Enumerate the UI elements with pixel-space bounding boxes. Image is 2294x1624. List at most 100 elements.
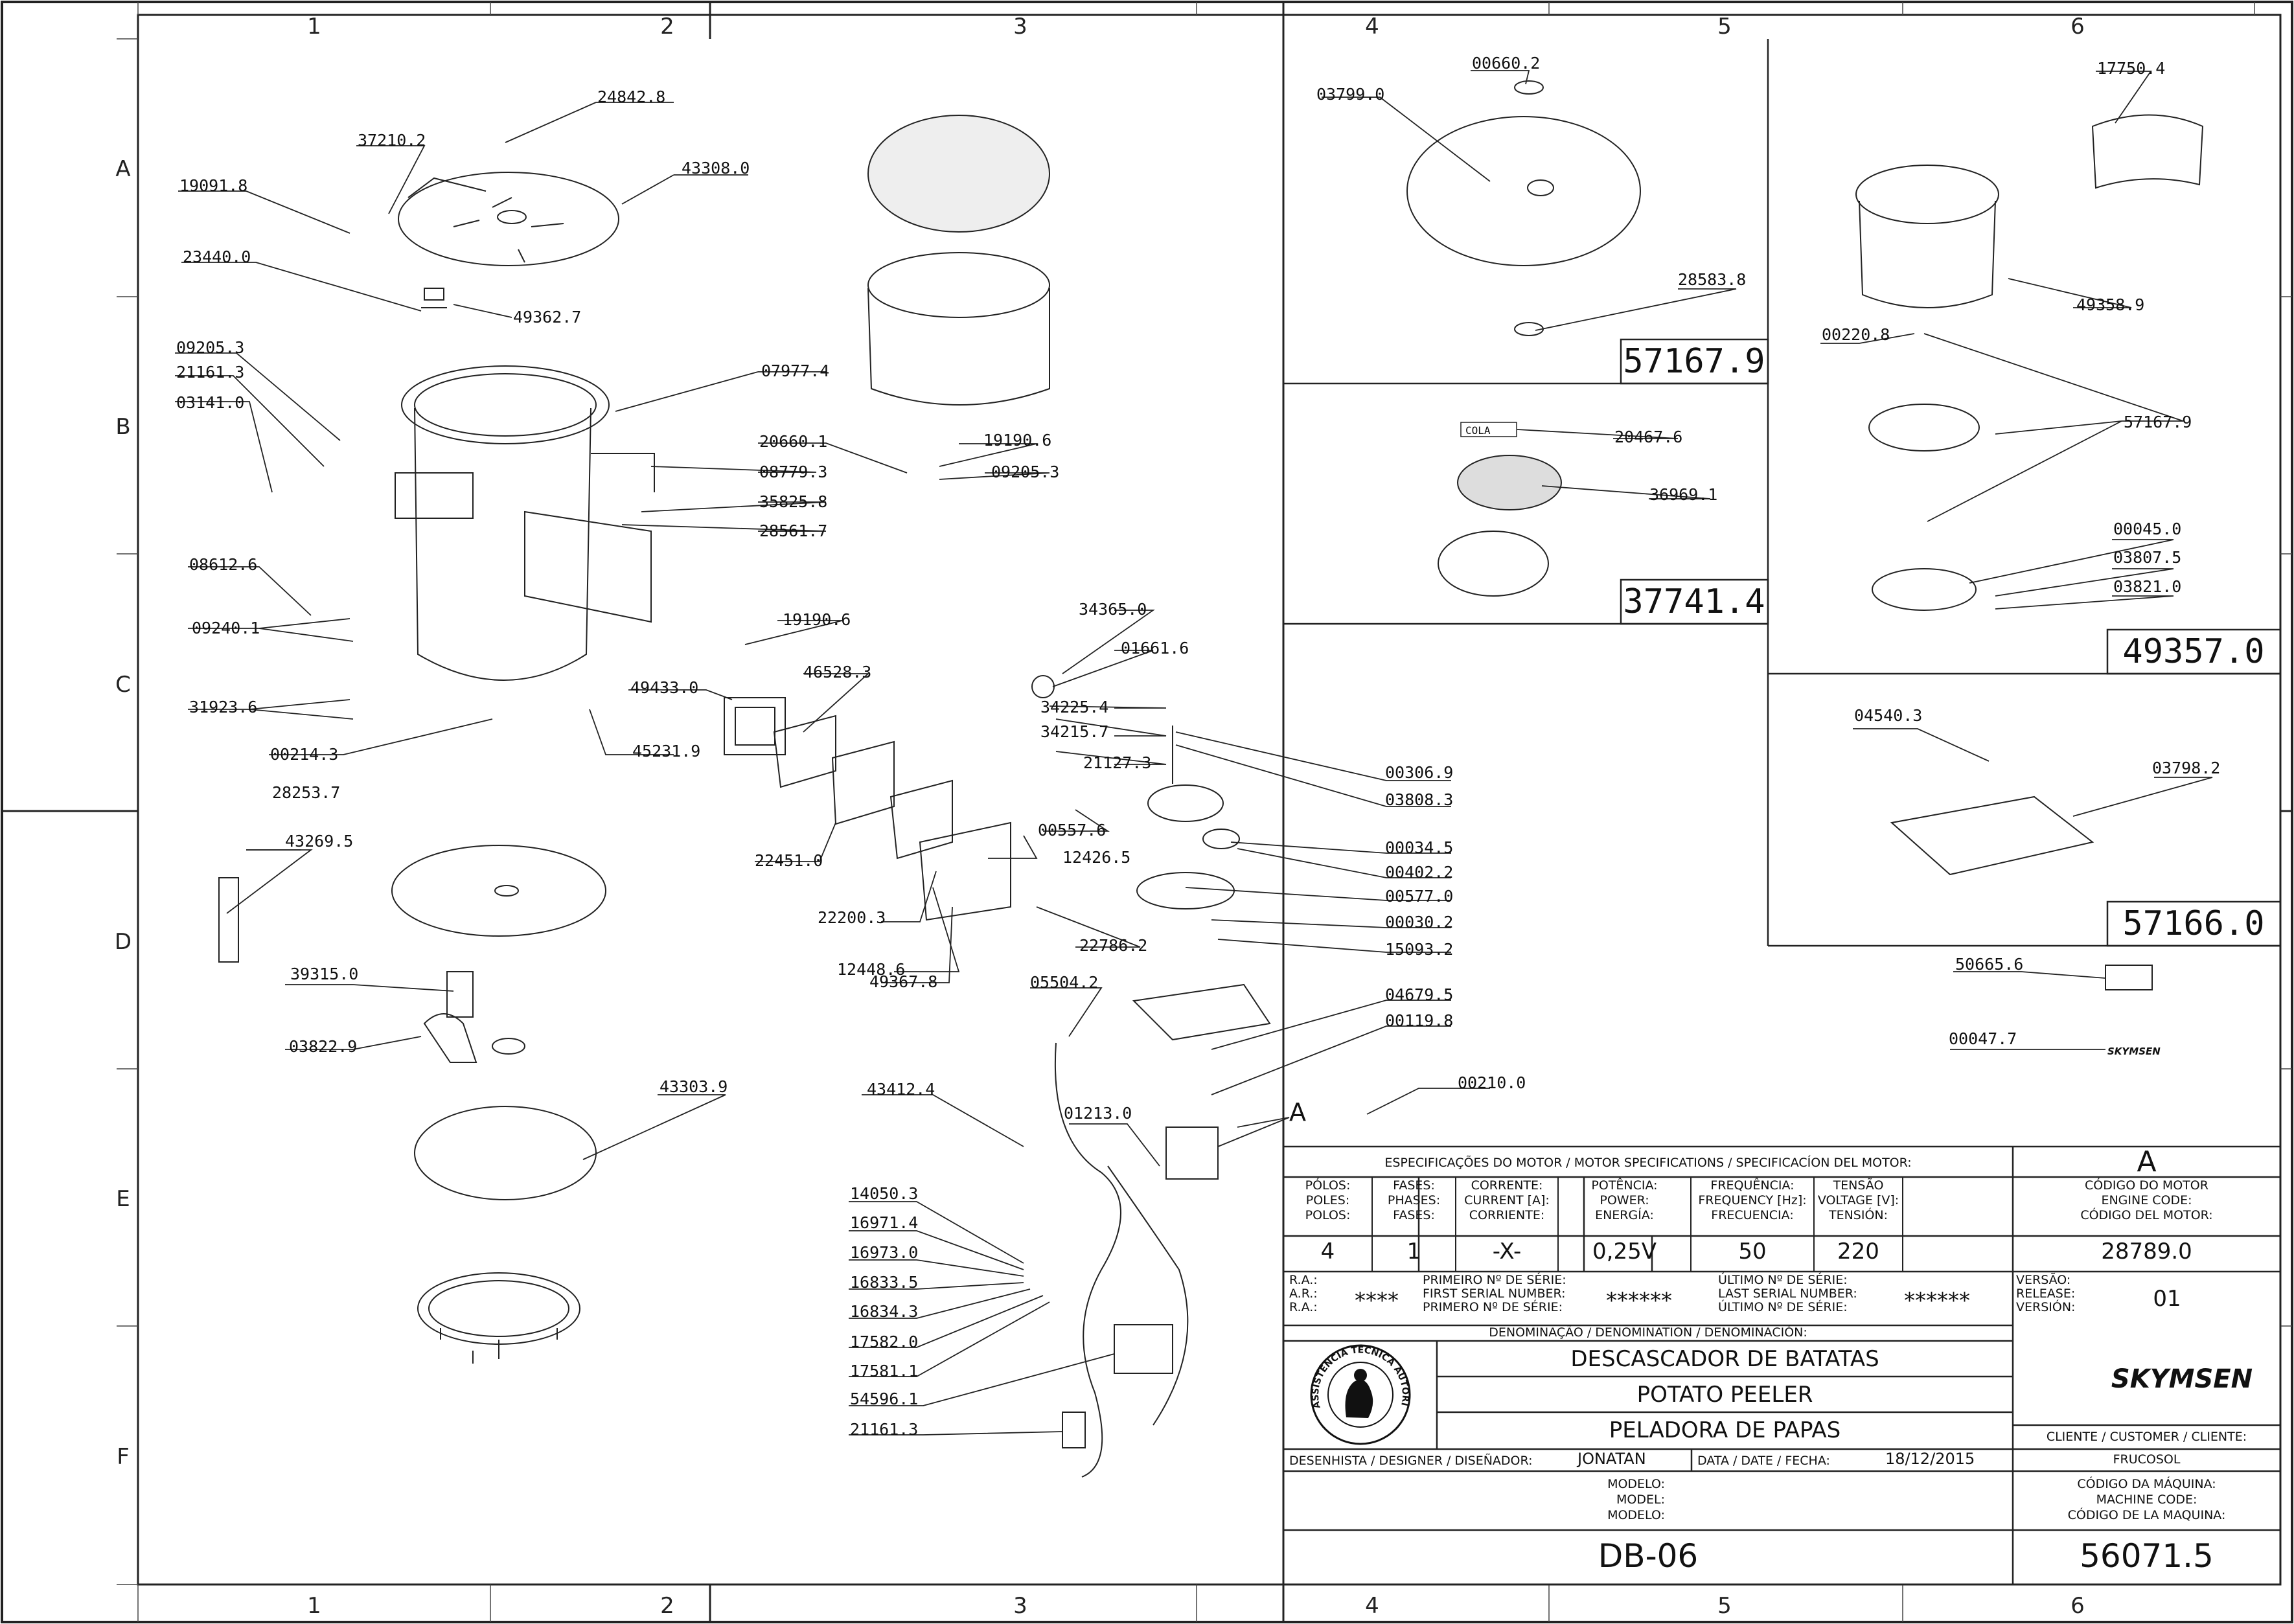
part-label: 20660.1	[759, 432, 827, 451]
grid-column-2-bottom: 2	[660, 1593, 674, 1619]
grid-column-4-bottom: 4	[1365, 1593, 1379, 1619]
part-label: 19190.6	[983, 431, 1051, 450]
denomination-en: POTATO PEELER	[1636, 1382, 1813, 1408]
part-label: 17581.1	[850, 1362, 918, 1380]
title-block-lines	[1282, 1145, 2282, 1586]
customer-label: CLIENTE / CUSTOMER / CLIENTE:	[2046, 1430, 2247, 1444]
part-label: 03799.0	[1316, 85, 1384, 104]
motor-spec-value: 28789.0	[2101, 1239, 2192, 1264]
subassembly-panels	[1283, 39, 2282, 947]
part-label: 21127.3	[1083, 753, 1151, 772]
motor-spec-label-line: POWER:	[1600, 1193, 1649, 1207]
part-label: 01213.0	[1064, 1104, 1132, 1123]
pulley-large	[1147, 784, 1224, 822]
part-label: 01661.6	[1121, 639, 1189, 658]
part-label: 49358.9	[2076, 295, 2144, 314]
motor-spec-value: 220	[1837, 1239, 1879, 1264]
ring-support	[417, 1272, 580, 1345]
part-label: 16973.0	[850, 1243, 918, 1262]
designer-label: DESENHISTA / DESIGNER / DISEÑADOR:	[1289, 1454, 1533, 1468]
part-label: 07977.4	[761, 361, 829, 380]
grid-column-1-bottom: 1	[307, 1593, 321, 1619]
part-label: 36969.1	[1649, 485, 1717, 504]
motor-spec-value: 0,25V	[1592, 1239, 1657, 1264]
part-label: 43308.0	[682, 159, 750, 177]
pulley-small	[1202, 829, 1240, 849]
part-label: 35825.8	[759, 492, 827, 511]
grid-column-6: 6	[2070, 14, 2085, 40]
part-label: 21161.3	[176, 363, 244, 382]
motor-spec-label-line: CORRENTE:	[1471, 1178, 1543, 1193]
grid-row-D: D	[115, 929, 132, 955]
part-label: 12426.5	[1062, 848, 1130, 867]
logo-small: SKYMSEN	[2107, 1046, 2161, 1057]
motor-spec-labels: POTÊNCIA:POWER:ENERGÍA:	[1558, 1178, 1691, 1224]
part-label: 03807.5	[2113, 548, 2181, 567]
part-label: 49367.8	[869, 972, 937, 991]
part-label: 54596.1	[850, 1390, 918, 1408]
part-label: 43303.9	[660, 1077, 728, 1096]
grid-column-3-bottom: 3	[1013, 1593, 1027, 1619]
part-label: 00402.2	[1385, 863, 1453, 882]
section-marker: A	[1289, 1098, 1306, 1127]
part-label: 04679.5	[1385, 985, 1453, 1004]
part-label: 17582.0	[850, 1332, 918, 1351]
part-label: 00119.8	[1385, 1011, 1453, 1030]
part-label: 34365.0	[1079, 600, 1147, 619]
motor-spec-labels: FASES:PHASES:FASES:	[1372, 1178, 1456, 1224]
part-label: 00577.0	[1385, 887, 1453, 906]
motor-spec-label-line: TENSÃO	[1833, 1178, 1884, 1193]
designer-value: JONATAN	[1577, 1450, 1646, 1468]
motor-spec-label-line: ENGINE CODE:	[2101, 1193, 2192, 1207]
motor-spec-label-line: CORRIENTE:	[1469, 1208, 1545, 1222]
last-serial-value: ******	[1904, 1288, 1970, 1314]
model-value: DB-06	[1598, 1537, 1699, 1575]
motor-spec-labels: FREQUÊNCIA:FREQUENCY [Hz]:FRECUENCIA:	[1691, 1178, 1814, 1224]
part-label: 08779.3	[759, 463, 827, 481]
ra-value: ****	[1355, 1288, 1399, 1314]
part-illustrations	[218, 80, 2204, 1478]
motor-spec-header: ESPECIFICAÇÕES DO MOTOR / MOTOR SPECIFIC…	[1384, 1156, 1912, 1170]
grid-column-3: 3	[1013, 14, 1027, 40]
part-label: 09205.3	[991, 463, 1059, 481]
machine-code-value: 56071.5	[2080, 1537, 2214, 1575]
switch-bracket	[919, 821, 1011, 921]
part-label: 24842.8	[597, 87, 665, 106]
part-label: 00034.5	[1385, 838, 1453, 857]
customer-value: FRUCOSOL	[2113, 1452, 2181, 1467]
motor-spec-label-line: CÓDIGO DEL MOTOR:	[2080, 1208, 2213, 1222]
part-label: 21161.3	[850, 1420, 918, 1439]
part-label: 22451.0	[755, 851, 823, 870]
grid-row-E: E	[116, 1186, 130, 1212]
part-label: 03821.0	[2113, 577, 2181, 596]
ra-label: R.A.: A.R.: R.A.:	[1289, 1273, 1318, 1314]
part-label: 17750.4	[2097, 59, 2165, 78]
part-label: 39315.0	[290, 965, 358, 983]
part-label: 16833.5	[850, 1273, 918, 1292]
motor-spec-value: 4	[1320, 1239, 1335, 1264]
part-label: 31923.6	[189, 698, 257, 716]
part-label: 00306.9	[1385, 763, 1453, 782]
part-label: 03798.2	[2152, 759, 2220, 777]
part-label: 43269.5	[285, 832, 353, 851]
part-label: 04540.3	[1854, 706, 1922, 725]
machine-code-labels: CÓDIGO DA MÁQUINA: MACHINE CODE: CÓDIGO …	[2067, 1477, 2226, 1522]
motor-spec-label-line: VOLTAGE [V]:	[1817, 1193, 1899, 1207]
abrasive-disc	[867, 115, 1050, 233]
part-label: 19091.8	[179, 176, 247, 195]
part-label: 19190.6	[783, 610, 851, 629]
assembly-number: 49357.0	[2122, 632, 2264, 671]
part-label: 00214.3	[270, 745, 338, 764]
part-label: 03822.9	[289, 1037, 357, 1056]
first-serial-label: PRIMEIRO Nº DE SÉRIE: FIRST SERIAL NUMBE…	[1423, 1273, 1566, 1314]
motor-plate	[1132, 983, 1271, 1041]
motor	[1165, 1127, 1219, 1180]
first-serial-value: ******	[1606, 1288, 1672, 1314]
part-label: 28253.7	[272, 783, 340, 802]
motor-spec-value: -X-	[1492, 1239, 1522, 1264]
part-label: 28561.7	[759, 521, 827, 540]
part-label: 00220.8	[1822, 325, 1890, 344]
denomination-es: PELADORA DE PAPAS	[1609, 1417, 1841, 1443]
part-label: 34215.7	[1040, 722, 1108, 741]
